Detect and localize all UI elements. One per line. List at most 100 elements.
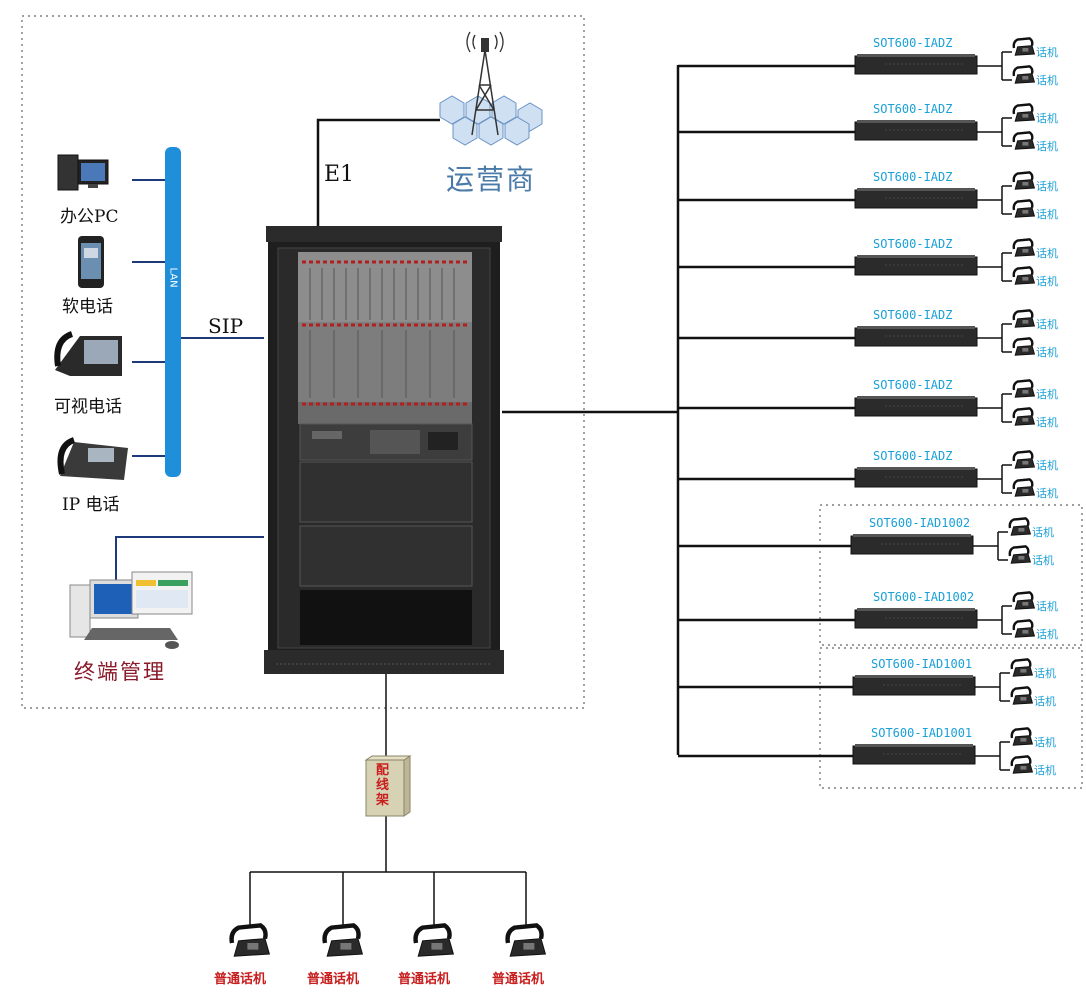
telephone-icon [1012, 591, 1036, 610]
gateway-phone-label: 话机 [1036, 247, 1058, 260]
lan-bar [165, 147, 181, 477]
telephone-icon [1012, 171, 1036, 190]
gateway-phone-label: 话机 [1036, 487, 1058, 500]
pc-icon [57, 154, 109, 191]
gateway-model-label: SOT600-IAD1001 [871, 657, 973, 671]
telephone-icon [1008, 517, 1032, 536]
telephone-icon [1010, 658, 1034, 677]
gateway-phone-label: 话机 [1036, 112, 1058, 125]
gateway-phone-label: 话机 [1036, 74, 1058, 87]
analog-phone-label: 普通话机 [307, 972, 360, 987]
gateway-phone-label: 话机 [1032, 526, 1054, 539]
gateway-phone-label: 话机 [1036, 346, 1058, 359]
telephone-icon [1012, 337, 1036, 356]
telephone-icon [1012, 37, 1036, 56]
telephone-icon [1012, 199, 1036, 218]
telephone-icon [1012, 131, 1036, 150]
gateway-phone-label: 话机 [1036, 275, 1058, 288]
lan-client-label-softphone: 软电话 [62, 297, 113, 317]
gateway-phone-label: 话机 [1036, 46, 1058, 59]
gateway-device [852, 675, 976, 696]
gateway-device [854, 326, 978, 347]
telephone-icon [1012, 619, 1036, 638]
analog-phone-label: 普通话机 [214, 972, 267, 987]
gateway-device [854, 467, 978, 488]
carrier-tower-icon [439, 31, 543, 146]
distribution-frame [364, 755, 412, 817]
gateway-phone-label: 话机 [1036, 388, 1058, 401]
gateway-phone-label: 话机 [1036, 180, 1058, 193]
gateway-phone-label: 话机 [1036, 416, 1058, 429]
gateway-phone-label: 话机 [1036, 459, 1058, 472]
management-computer-icon [69, 571, 193, 649]
management-link [115, 536, 264, 590]
gateway-model-label: SOT600-IADZ [873, 449, 953, 463]
iad1002-boundary [819, 504, 1083, 646]
management-label: 终端管理 [74, 660, 166, 684]
analog-phone-label: 普通话机 [492, 972, 545, 987]
gateway-model-label: SOT600-IAD1001 [871, 726, 973, 740]
softphone-icon [78, 236, 104, 288]
video-phone-icon [54, 331, 122, 376]
telephone-icon [1012, 266, 1036, 285]
gateway-phone-label: 话机 [1036, 208, 1058, 221]
gateway-device [850, 534, 974, 555]
gateway-model-label: SOT600-IADZ [873, 308, 953, 322]
telephone-icon [1012, 407, 1036, 426]
gateway-device [854, 120, 978, 141]
gateway-model-label: SOT600-IADZ [873, 237, 953, 251]
e1-link [316, 118, 440, 230]
gateway-model-label: SOT600-IADZ [873, 170, 953, 184]
telephone-icon [1012, 103, 1036, 122]
lan-client-label-pc: 办公PC [60, 207, 119, 227]
telephone-icon [413, 923, 455, 957]
gateway-model-label: SOT600-IADZ [873, 378, 953, 392]
gateway-phone-label: 话机 [1034, 736, 1056, 749]
gateway-device [854, 255, 978, 276]
gateway-device [854, 608, 978, 629]
telephone-icon [1010, 755, 1034, 774]
telephone-icon [1008, 545, 1032, 564]
gateway-model-label: SOT600-IAD1002 [873, 590, 975, 604]
office-boundary [21, 15, 585, 709]
gateway-phone-label: 话机 [1036, 318, 1058, 331]
gateway-phone-label: 话机 [1032, 554, 1054, 567]
lan-label: LAN [167, 267, 179, 288]
gateway-model-label: SOT600-IADZ [873, 36, 953, 50]
telephone-icon [505, 923, 547, 957]
telephone-icon [322, 923, 364, 957]
telephone-icon [1012, 238, 1036, 257]
carrier-label: 运营商 [446, 163, 537, 196]
gateway-device [852, 744, 976, 765]
ip-phone-icon [57, 437, 128, 480]
analog-phone-label: 普通话机 [398, 972, 451, 987]
telephone-icon [229, 923, 271, 957]
gateway-device [854, 54, 978, 75]
sip-label: SIP [208, 314, 244, 338]
gateway-phone-label: 话机 [1034, 764, 1056, 777]
lan-client-label-video-phone: 可视电话 [54, 397, 122, 417]
gateway-phone-label: 话机 [1034, 695, 1056, 708]
gateway-phone-label: 话机 [1034, 667, 1056, 680]
telephone-icon [1012, 309, 1036, 328]
gateway-phone-label: 话机 [1036, 628, 1058, 641]
e1-label: E1 [324, 162, 355, 187]
gateway-phone-label: 话机 [1036, 600, 1058, 613]
iad1001-boundary [819, 647, 1083, 789]
telephone-icon [1012, 379, 1036, 398]
analog-phones [229, 923, 547, 957]
telephone-icon [1012, 65, 1036, 84]
gateway-model-label: SOT600-IAD1002 [869, 516, 971, 530]
telephone-icon [1010, 727, 1034, 746]
telephone-icon [1012, 478, 1036, 497]
distribution-frame-label: 配线架 [376, 763, 390, 808]
gateway-device [854, 188, 978, 209]
gateway-phone-label: 话机 [1036, 140, 1058, 153]
gateway-device [854, 396, 978, 417]
telephone-icon [1010, 686, 1034, 705]
gateway-devices [678, 37, 1036, 774]
telephone-icon [1012, 450, 1036, 469]
rack-cabinet [264, 226, 504, 674]
lan-client-label-ip-phone: IP 电话 [62, 495, 120, 515]
